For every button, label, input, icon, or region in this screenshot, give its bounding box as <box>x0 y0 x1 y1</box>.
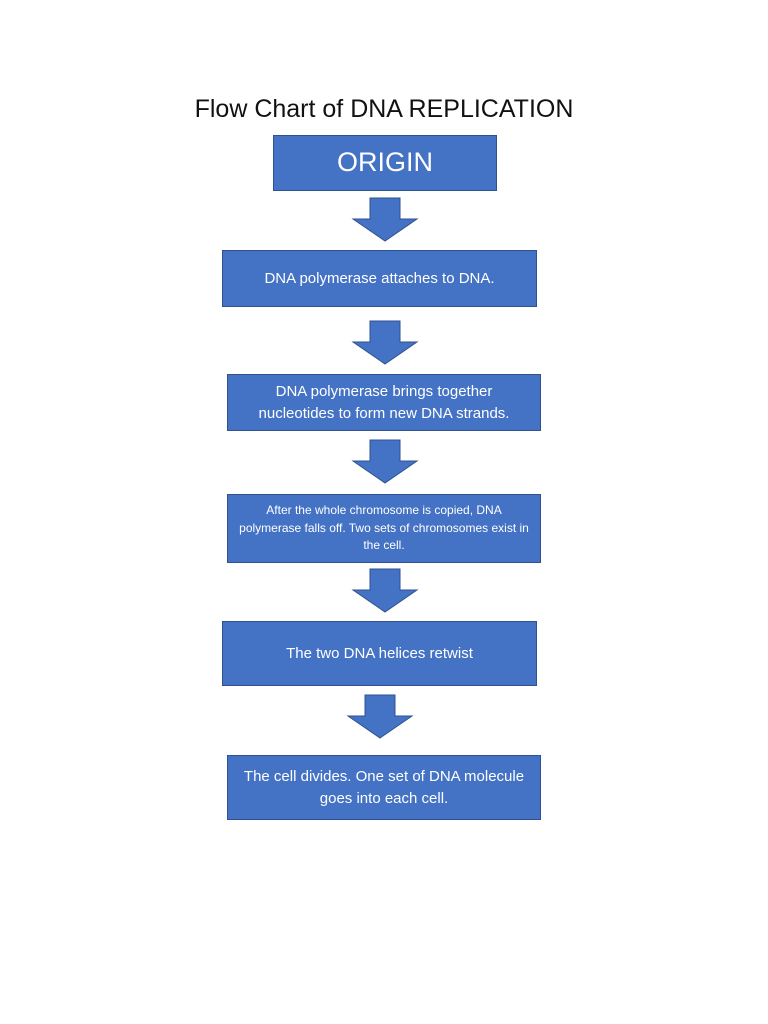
step-label: The cell divides. One set of DNA molecul… <box>243 767 525 807</box>
arrow-down-icon <box>351 320 419 365</box>
step-box-origin: ORIGIN <box>273 135 497 191</box>
step-box-polymerase-falls-off: After the whole chromosome is copied, DN… <box>227 494 541 563</box>
step-label: DNA polymerase attaches to DNA. <box>264 269 495 287</box>
arrow-down-icon <box>351 439 419 484</box>
arrow-down-icon <box>351 568 419 613</box>
step-box-polymerase-attaches: DNA polymerase attaches to DNA. <box>222 250 537 307</box>
step-box-helices-retwist: The two DNA helices retwist <box>222 621 537 686</box>
arrow-down-icon <box>351 197 419 242</box>
step-box-cell-divides: The cell divides. One set of DNA molecul… <box>227 755 541 820</box>
step-label: After the whole chromosome is copied, DN… <box>239 503 529 553</box>
step-box-form-new-strands: DNA polymerase brings together nucleotid… <box>227 374 541 431</box>
step-label: The two DNA helices retwist <box>286 644 473 662</box>
arrow-down-icon <box>346 694 414 739</box>
page-title: Flow Chart of DNA REPLICATION <box>194 95 574 123</box>
step-label: ORIGIN <box>336 147 433 178</box>
step-label: DNA polymerase brings together nucleotid… <box>258 382 510 422</box>
